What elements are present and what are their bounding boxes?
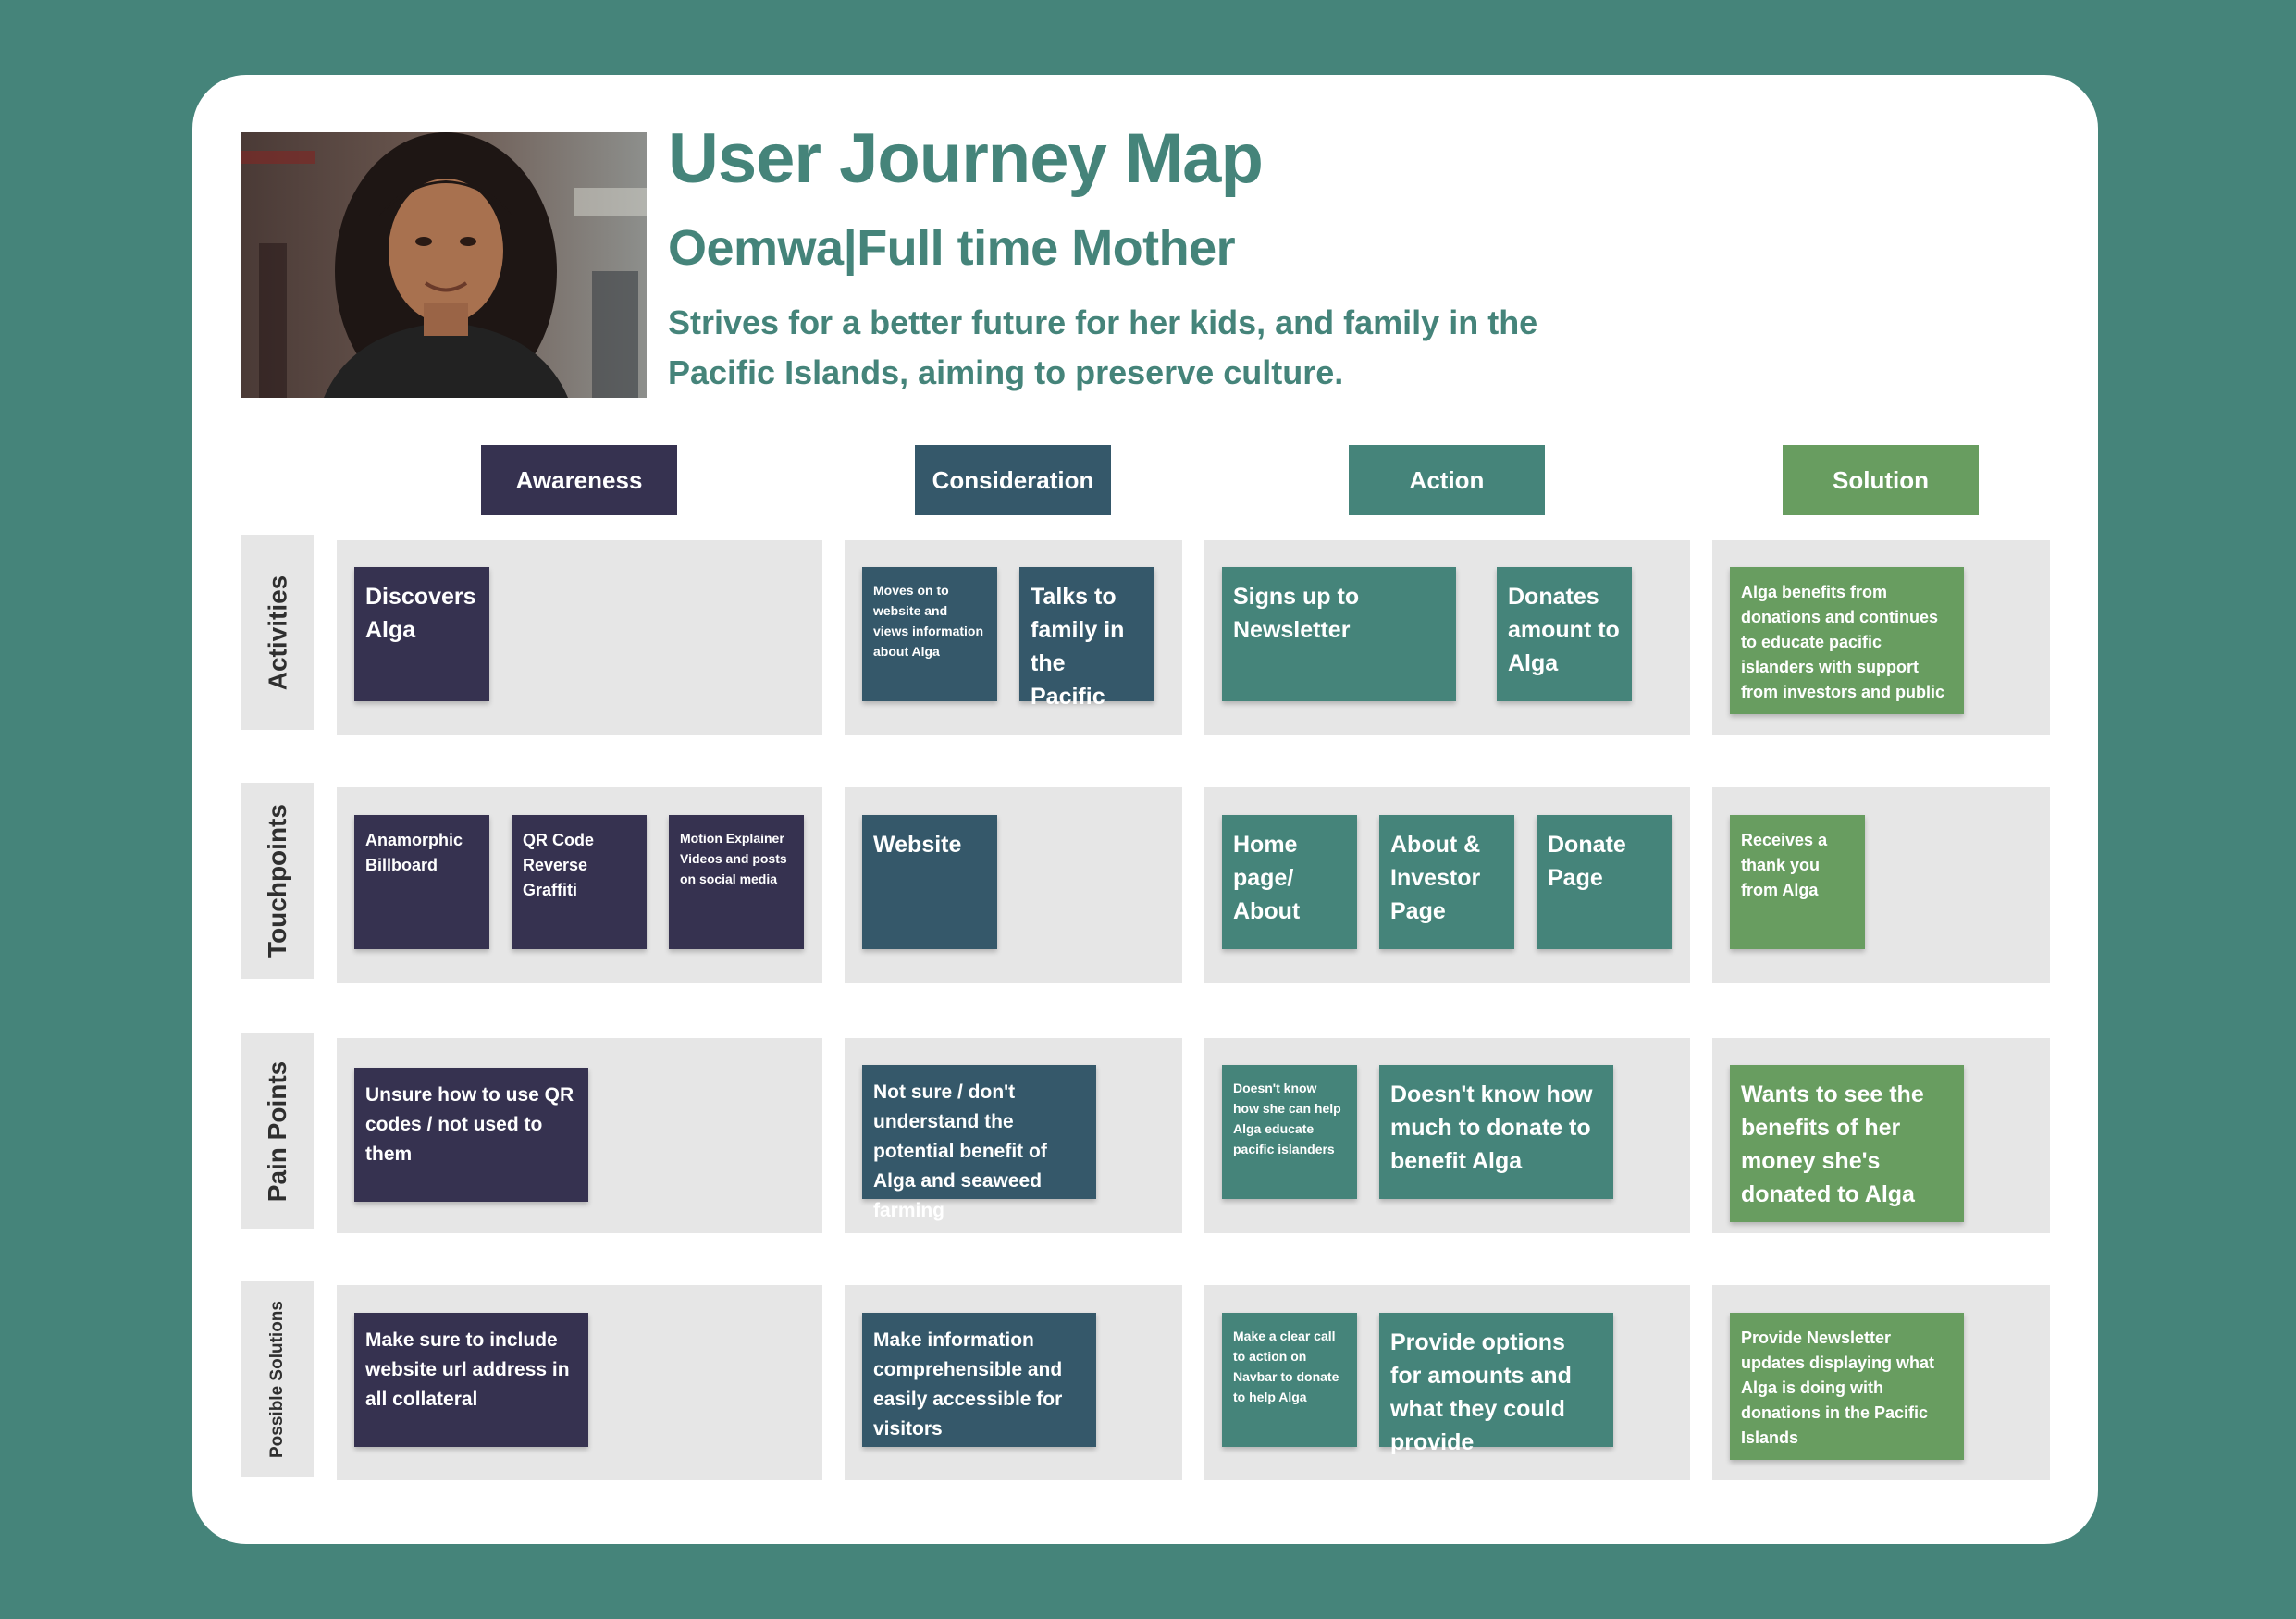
sticky-note: Alga benefits from donations and continu…	[1730, 567, 1964, 714]
sticky-note: Moves on to website and views informatio…	[862, 567, 997, 701]
sticky-note: Not sure / don't understand the potentia…	[862, 1065, 1096, 1221]
stage-solution: Solution	[1783, 445, 1979, 515]
sticky-note: About & Investor Page	[1379, 815, 1514, 949]
sticky-note: Signs up to Newsletter	[1222, 567, 1456, 701]
row-label-activities: Activities	[241, 535, 314, 730]
stage-awareness: Awareness	[481, 445, 677, 515]
sticky-note: QR Code Reverse Graffiti	[512, 815, 647, 949]
stage-consideration: Consideration	[915, 445, 1111, 515]
stage-action: Action	[1349, 445, 1545, 515]
row-label-touchpoints: Touchpoints	[241, 783, 314, 979]
sticky-note: Receives a thank you from Alga	[1730, 815, 1865, 949]
sticky-note: Make a clear call to action on Navbar to…	[1222, 1313, 1357, 1447]
sticky-note: Website	[862, 815, 997, 949]
sticky-note: Talks to family in the Pacific	[1019, 567, 1154, 710]
sticky-note: Make information comprehensible and easi…	[862, 1313, 1096, 1447]
row-label-possible-solutions: Possible Solutions	[241, 1281, 314, 1477]
sticky-note: Provide options for amounts and what the…	[1379, 1313, 1613, 1455]
sticky-note: Make sure to include website url address…	[354, 1313, 588, 1447]
persona-tagline: Strives for a better future for her kids…	[668, 303, 1538, 391]
sticky-note: Doesn't know how she can help Alga educa…	[1222, 1065, 1357, 1199]
sticky-note: Wants to see the benefits of her money s…	[1730, 1065, 1964, 1222]
sticky-note: Discovers Alga	[354, 567, 489, 701]
sticky-note: Provide Newsletter updates displaying wh…	[1730, 1313, 1964, 1460]
persona-photo	[241, 132, 647, 398]
sticky-note: Anamorphic Billboard	[354, 815, 489, 949]
page-title: User Journey Map	[668, 119, 1264, 198]
sticky-note: Donate Page	[1537, 815, 1672, 949]
sticky-note: Unsure how to use QR codes / not used to…	[354, 1068, 588, 1202]
persona-subtitle: Oemwa|Full time Mother	[668, 220, 1236, 276]
row-label-pain-points: Pain Points	[241, 1033, 314, 1229]
sticky-note: Motion Explainer Videos and posts on soc…	[669, 815, 804, 949]
sticky-note: Doesn't know how much to donate to benef…	[1379, 1065, 1613, 1199]
sticky-note: Donates amount to Alga	[1497, 567, 1632, 701]
sticky-note: Home page/ About	[1222, 815, 1357, 949]
